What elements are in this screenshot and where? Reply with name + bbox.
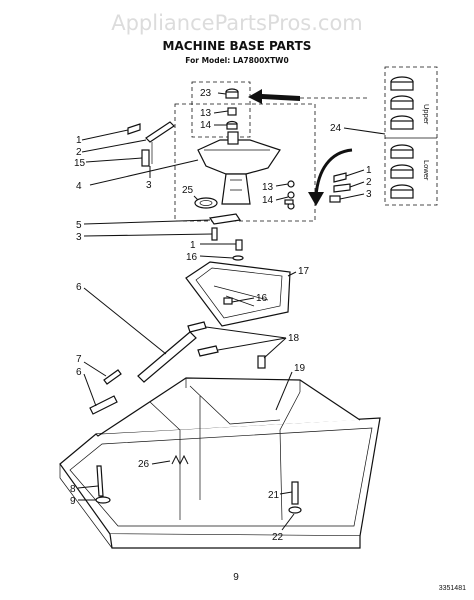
curved-arrow [314,148,353,197]
callout-23: 23 [200,88,212,99]
callout-14b: 14 [262,195,274,206]
callout-25: 25 [182,185,194,196]
bar-6-lower [89,395,118,415]
callout-6: 6 [76,282,82,293]
page-number: 9 [233,572,239,583]
callout-4: 4 [76,181,82,192]
callout-7: 7 [76,354,82,365]
top-parts-box [174,81,316,222]
callout-1c: 1 [190,240,196,251]
diagram-title: MACHINE BASE PARTS [163,39,312,53]
callout-17: 17 [298,266,310,277]
leader-lines [77,92,386,531]
callout-3: 3 [146,180,152,191]
callout-21: 21 [268,490,280,501]
callout-18: 18 [288,333,300,344]
document-number: 3351481 [439,585,466,592]
callout-3b: 3 [366,189,372,200]
callout-labels: 1 2 15 3 4 23 13 14 25 13 14 1 2 3 24 5 … [70,88,372,543]
callout-19: 19 [294,363,306,374]
callout-8: 8 [70,484,76,495]
left-bracket-parts [127,121,175,167]
bar-7 [103,369,122,385]
callout-16: 16 [186,252,198,263]
long-bar-6 [137,331,197,383]
spacer-panel: Upper Lower [384,66,438,206]
pump-tray [185,261,291,327]
callout-13: 13 [200,108,212,119]
clips-18 [187,321,266,369]
callout-1b: 1 [366,165,372,176]
callout-3c: 3 [76,232,82,243]
callout-14: 14 [200,120,212,131]
callout-15: 15 [74,158,86,169]
transmission-mount [194,131,281,209]
lower-label: Lower [422,160,431,181]
callout-5: 5 [76,220,82,231]
top-arrow [248,89,300,104]
callout-22: 22 [272,532,284,543]
callout-2: 2 [76,147,82,158]
callout-26: 26 [138,459,150,470]
callout-24: 24 [330,123,342,134]
upper-label: Upper [422,104,431,125]
side-parts-13-14 [284,180,295,210]
model-number: For Model: LA7800XTW0 [185,56,288,65]
mount-fasteners [208,213,244,261]
callout-9: 9 [70,496,76,507]
callout-13b: 13 [262,182,274,193]
callout-2b: 2 [366,177,372,188]
callout-1: 1 [76,135,82,146]
base-frame [59,377,381,549]
site-watermark: AppliancePartsPros.com [111,11,363,35]
callout-16b: 16 [256,293,268,304]
foot-21-22 [288,481,302,514]
right-bracket-parts [329,172,351,203]
spring-26 [171,454,189,466]
foot-8-9 [95,465,111,504]
callout-6b: 6 [76,367,82,378]
